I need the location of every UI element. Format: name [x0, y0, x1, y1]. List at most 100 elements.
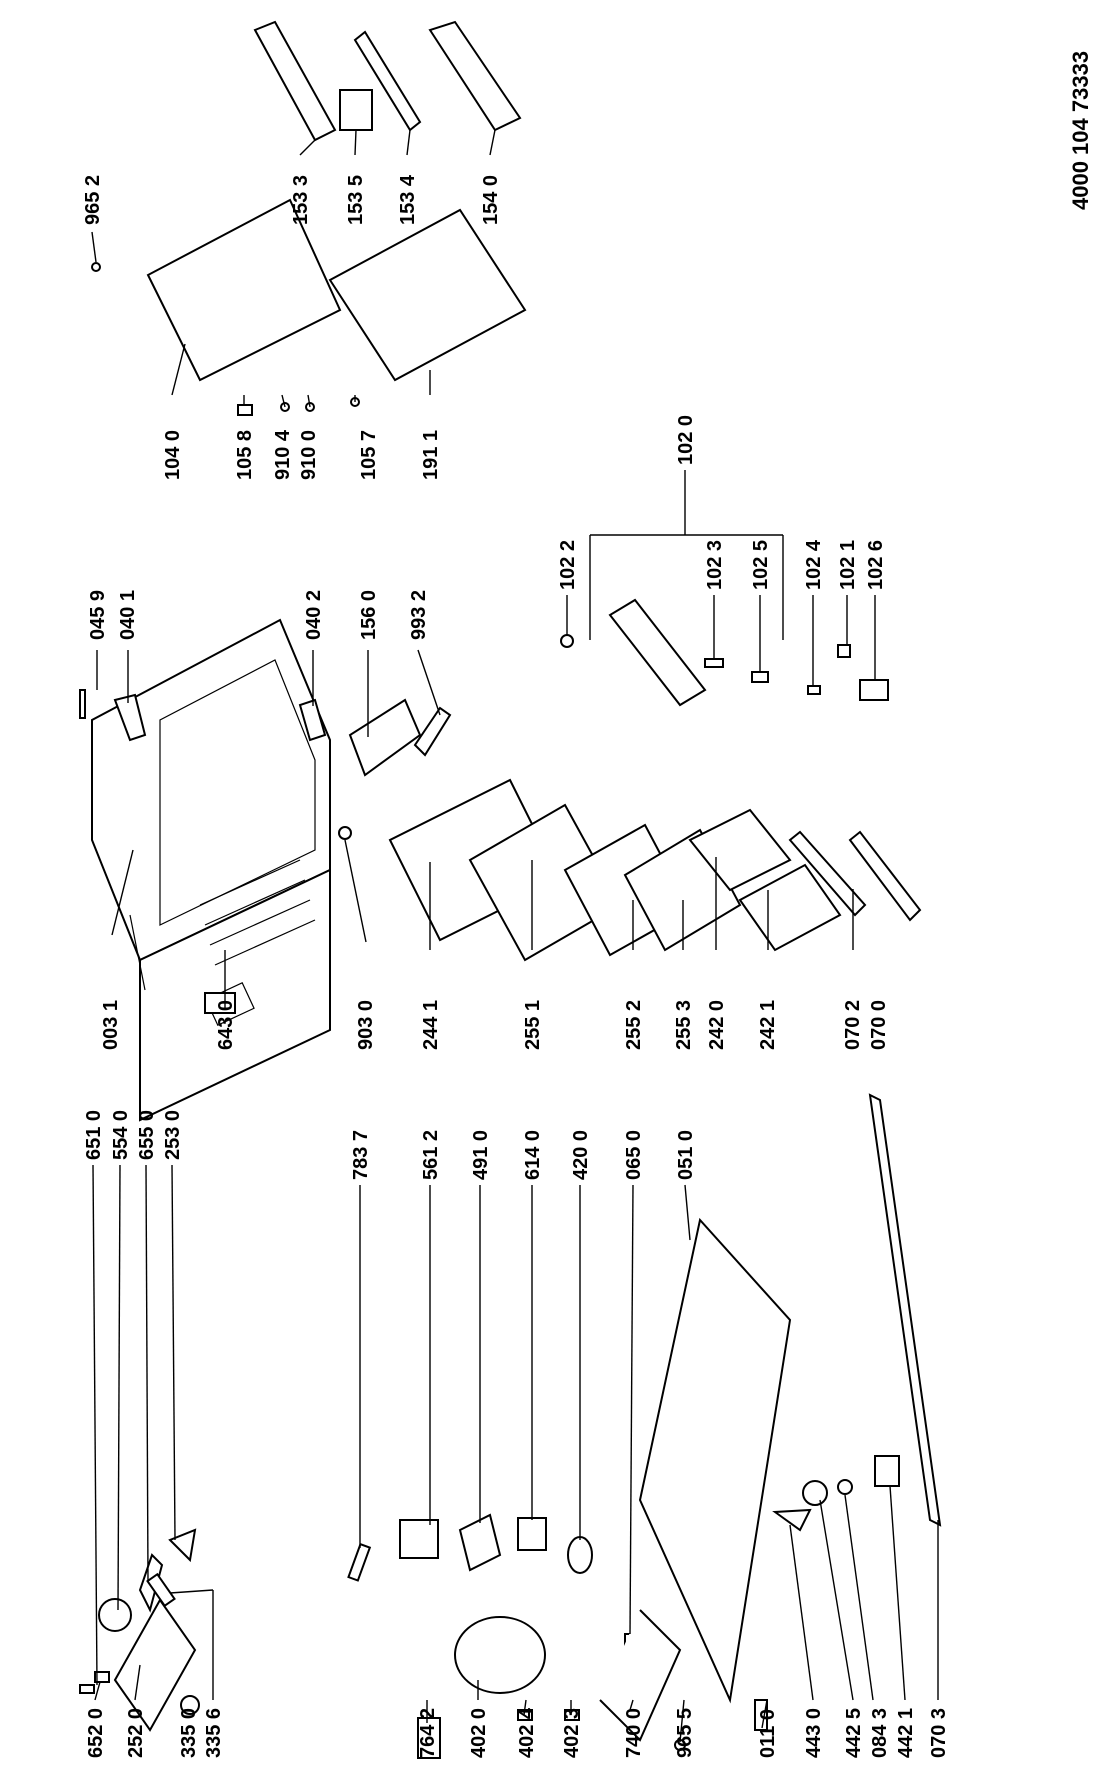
part-base-051-0 — [638, 1217, 792, 1704]
callout-253-0: 253 0 — [162, 1110, 184, 1160]
callout-993-2: 993 2 — [408, 590, 430, 640]
callout-051-0: 051 0 — [675, 1130, 697, 1180]
callout-003-1: 003 1 — [100, 1000, 122, 1050]
part-783-7 — [347, 1542, 372, 1582]
callout-040-1: 040 1 — [117, 590, 139, 640]
callout-244-1: 244 1 — [420, 1000, 442, 1050]
part-door-shelf-153-4 — [353, 30, 422, 132]
part-102-2 — [560, 634, 574, 648]
callout-420-0: 420 0 — [570, 1130, 592, 1180]
callout-442-5: 442 5 — [843, 1708, 865, 1758]
callout-102-2: 102 2 — [557, 540, 579, 590]
part-105-8 — [237, 404, 253, 416]
callout-255-2: 255 2 — [623, 1000, 645, 1050]
callout-102-0: 102 0 — [675, 415, 697, 465]
callout-561-2: 561 2 — [420, 1130, 442, 1180]
callout-652-0: 652 0 — [85, 1708, 107, 1758]
callout-255-3: 255 3 — [673, 1000, 695, 1050]
part-903-0 — [338, 826, 352, 840]
callout-764-2: 764 2 — [417, 1708, 439, 1758]
part-door-shelf-153-3 — [253, 20, 337, 142]
part-crisper-242-1 — [738, 863, 842, 952]
part-442-5 — [802, 1480, 828, 1506]
callout-903-0: 903 0 — [355, 1000, 377, 1050]
leader-lines — [91, 129, 939, 1743]
part-651-0 — [94, 1671, 110, 1683]
part-442-1 — [874, 1455, 900, 1487]
callout-335-6: 335 6 — [203, 1708, 225, 1758]
part-965-2 — [91, 262, 101, 272]
callout-402-0: 402 0 — [468, 1708, 490, 1758]
callout-102-4: 102 4 — [803, 539, 825, 590]
callout-910-4: 910 4 — [272, 429, 294, 480]
part-shelves — [388, 778, 742, 962]
part-rail-070-2 — [788, 830, 867, 917]
callout-084-3: 084 3 — [869, 1708, 891, 1758]
callout-011-0: 011 0 — [757, 1709, 779, 1758]
callout-655-0: 655 0 — [136, 1110, 158, 1160]
callout-070-3: 070 3 — [928, 1708, 950, 1758]
callout-910-0: 910 0 — [298, 430, 320, 480]
callout-402-4: 402 4 — [516, 1707, 538, 1758]
callout-554-0: 554 0 — [110, 1110, 132, 1160]
part-compressor-402-0 — [454, 1616, 546, 1694]
callout-045-9: 045 9 — [87, 590, 109, 640]
callout-156-0: 156 0 — [358, 590, 380, 640]
part-door-shelf-153-5 — [339, 89, 373, 131]
callout-153-3: 153 3 — [290, 175, 312, 225]
callout-242-1: 242 1 — [757, 1000, 779, 1050]
part-plinth-070-3 — [868, 1093, 942, 1527]
part-102-4 — [807, 685, 821, 695]
part-scraper-993-2 — [413, 706, 452, 757]
part-rail-070-0 — [848, 830, 922, 922]
document-number: 4000 104 73333 — [1068, 51, 1093, 210]
callout-104-0: 104 0 — [162, 430, 184, 480]
callout-105-8: 105 8 — [234, 430, 256, 480]
callout-242-0: 242 0 — [706, 1000, 728, 1050]
callout-191-1: 191 1 — [420, 430, 442, 480]
callout-255-1: 255 1 — [522, 1000, 544, 1050]
part-402-3 — [564, 1709, 580, 1721]
part-condenser-740-0 — [599, 1609, 682, 1742]
callout-614-0: 614 0 — [522, 1130, 544, 1180]
part-knob-554-0 — [98, 1598, 132, 1632]
callout-070-0: 070 0 — [868, 1000, 890, 1050]
callout-153-5: 153 5 — [345, 175, 367, 225]
callout-442-1: 442 1 — [895, 1708, 917, 1758]
part-102-1 — [837, 644, 851, 658]
callout-491-0: 491 0 — [470, 1130, 492, 1180]
part-491-0 — [458, 1513, 502, 1572]
part-hinge-040-2 — [298, 698, 327, 742]
callout-102-6: 102 6 — [865, 540, 887, 590]
callout-252-0: 252 0 — [125, 1708, 147, 1758]
callout-783-7: 783 7 — [350, 1130, 372, 1180]
part-335-6 — [146, 1572, 176, 1608]
part-102-5 — [751, 671, 769, 683]
callout-065-0: 065 0 — [623, 1130, 645, 1180]
callout-070-2: 070 2 — [842, 1000, 864, 1050]
part-614-0 — [517, 1517, 547, 1551]
callout-153-4: 153 4 — [397, 174, 419, 225]
part-ice-tray-156-0 — [348, 698, 422, 777]
callout-443-0: 443 0 — [803, 1708, 825, 1758]
part-thermostat-knob — [204, 992, 236, 1014]
callout-102-1: 102 1 — [837, 540, 859, 590]
part-door-gasket-191-1 — [328, 208, 527, 382]
part-capacitor-420-0 — [567, 1536, 593, 1574]
part-102-6 — [859, 679, 889, 701]
callout-154-0: 154 0 — [480, 175, 502, 225]
callout-643-0: 643 0 — [215, 1000, 237, 1050]
part-253-0 — [168, 1528, 197, 1563]
part-652-0 — [79, 1684, 95, 1694]
part-084-3 — [837, 1479, 853, 1495]
callout-105-7: 105 7 — [358, 430, 380, 480]
callout-335-0: 335 0 — [178, 1708, 200, 1758]
callout-651-0: 651 0 — [83, 1110, 105, 1160]
part-102-3 — [704, 658, 724, 668]
callout-102-3: 102 3 — [704, 540, 726, 590]
part-561-2 — [399, 1519, 439, 1559]
part-fan-443-0 — [772, 1508, 812, 1532]
callout-102-5: 102 5 — [750, 540, 772, 590]
part-lamp-cover-102-0 — [608, 598, 707, 707]
